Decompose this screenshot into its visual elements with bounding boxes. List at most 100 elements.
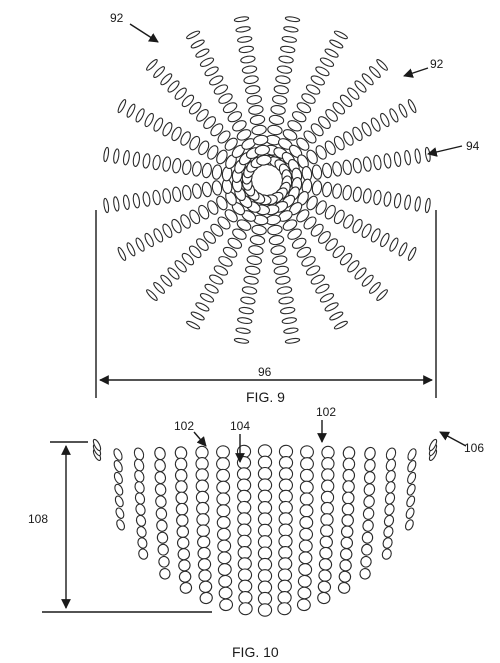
fig9-ring bbox=[152, 189, 161, 206]
fig9-ring bbox=[329, 39, 344, 49]
fig10-ring bbox=[257, 478, 273, 492]
fig9-ring bbox=[361, 122, 372, 137]
fig9-ring bbox=[303, 216, 317, 230]
fig9-ring bbox=[181, 94, 195, 108]
fig9-ring bbox=[216, 149, 228, 165]
fig10-ring bbox=[341, 514, 354, 527]
fig10-ring bbox=[216, 480, 231, 494]
fig10-ring bbox=[337, 581, 351, 594]
fig9-ring bbox=[389, 237, 399, 252]
fig9-ring bbox=[270, 104, 286, 115]
ref-102-right: 102 bbox=[316, 405, 336, 419]
fig9-ring bbox=[291, 111, 307, 123]
fig10-ring bbox=[176, 514, 189, 527]
fig10-ring bbox=[320, 524, 334, 538]
fig9-ring bbox=[190, 311, 205, 321]
fig10-annotations: 102 104 102 106 108 FIG. 10 bbox=[28, 405, 484, 660]
fig10-ring bbox=[319, 546, 333, 560]
fig10-ring bbox=[216, 492, 231, 506]
fig9-ring bbox=[347, 87, 360, 100]
fig9-ring bbox=[240, 55, 256, 64]
fig10-ring bbox=[155, 507, 168, 520]
fig9-ring bbox=[201, 181, 212, 198]
fig9-ring bbox=[191, 161, 202, 177]
fig10-ring bbox=[318, 558, 333, 571]
ref-94: 94 bbox=[466, 139, 480, 153]
fig10-ring bbox=[237, 523, 252, 537]
fig10-ring bbox=[257, 455, 273, 470]
fig10-ring bbox=[216, 527, 231, 541]
fig9-ring bbox=[224, 209, 238, 223]
fig9-ring bbox=[310, 223, 324, 237]
fig9-ring bbox=[315, 66, 330, 77]
fig9-ring bbox=[174, 87, 187, 100]
fig9-ring bbox=[332, 245, 346, 259]
fig10-ring bbox=[384, 503, 395, 516]
fig9-ring bbox=[296, 137, 310, 151]
fig9-ring bbox=[243, 75, 259, 85]
fig9-ring bbox=[233, 337, 250, 344]
fig9-ring bbox=[324, 204, 336, 220]
fig9-ring bbox=[182, 185, 192, 201]
fig9-ring bbox=[122, 194, 130, 210]
fig9-ring bbox=[339, 94, 353, 108]
fig9-ring bbox=[380, 112, 390, 128]
fig9-ring bbox=[132, 151, 141, 167]
fig10-ring bbox=[133, 458, 145, 472]
fig9-ring bbox=[204, 283, 219, 294]
fig10-caption: FIG. 10 bbox=[232, 644, 279, 660]
fig9-ring bbox=[222, 102, 238, 114]
fig10-ring bbox=[216, 468, 231, 483]
fig9-ring bbox=[162, 122, 173, 137]
fig9-ring bbox=[276, 65, 293, 74]
fig10-ring bbox=[407, 471, 417, 485]
fig9-ring bbox=[267, 224, 283, 236]
fig10-ring bbox=[136, 526, 147, 538]
fig9-ring bbox=[339, 252, 353, 266]
fig9-ring bbox=[424, 146, 431, 163]
fig10-ring bbox=[237, 546, 252, 560]
fig10-ring bbox=[299, 492, 314, 506]
fig9-ring bbox=[181, 252, 195, 266]
fig10-ring bbox=[277, 568, 293, 582]
fig10-ring bbox=[407, 448, 417, 461]
fig9-ring bbox=[414, 196, 421, 212]
fig9-ring bbox=[287, 228, 302, 240]
fig10-ring bbox=[362, 519, 374, 532]
fig10-ring bbox=[257, 546, 273, 560]
fig9-ring bbox=[380, 232, 390, 248]
fig10-ring bbox=[278, 546, 293, 560]
fig10-ring bbox=[257, 569, 273, 583]
fig9-ring bbox=[280, 306, 296, 315]
fig9-ring bbox=[203, 116, 217, 130]
fig10-ring bbox=[278, 523, 293, 537]
fig9-ring bbox=[186, 320, 201, 330]
fig9-ring bbox=[325, 109, 338, 122]
fig10-ring bbox=[113, 448, 123, 461]
fig9-ring bbox=[362, 188, 372, 204]
fig10-ring bbox=[359, 568, 371, 580]
fig10-ring bbox=[277, 590, 292, 605]
fig10-ring bbox=[317, 580, 332, 593]
fig9-ring bbox=[198, 140, 210, 156]
fig9-ring bbox=[332, 161, 343, 177]
fig10-ring bbox=[362, 507, 375, 520]
fig10-ring bbox=[338, 570, 352, 583]
fig9-ring bbox=[256, 154, 272, 166]
fig9-ring bbox=[319, 293, 335, 303]
fig10-ring bbox=[135, 503, 146, 516]
fig10-ring bbox=[238, 602, 253, 616]
fig10-ring bbox=[237, 512, 252, 526]
fig9-ring bbox=[354, 267, 367, 280]
fig9-ring bbox=[240, 296, 256, 305]
fig10-ring bbox=[219, 598, 234, 612]
fig9-ring bbox=[135, 237, 145, 252]
fig9-ring bbox=[211, 180, 223, 196]
fig9-ring bbox=[324, 48, 339, 58]
fig9-ring bbox=[342, 185, 352, 201]
fig10-ring bbox=[299, 480, 314, 494]
fig10-ring bbox=[297, 574, 312, 588]
fig9-ring bbox=[282, 219, 298, 231]
fig10-ring bbox=[176, 525, 190, 538]
fig9-ring bbox=[207, 200, 219, 215]
